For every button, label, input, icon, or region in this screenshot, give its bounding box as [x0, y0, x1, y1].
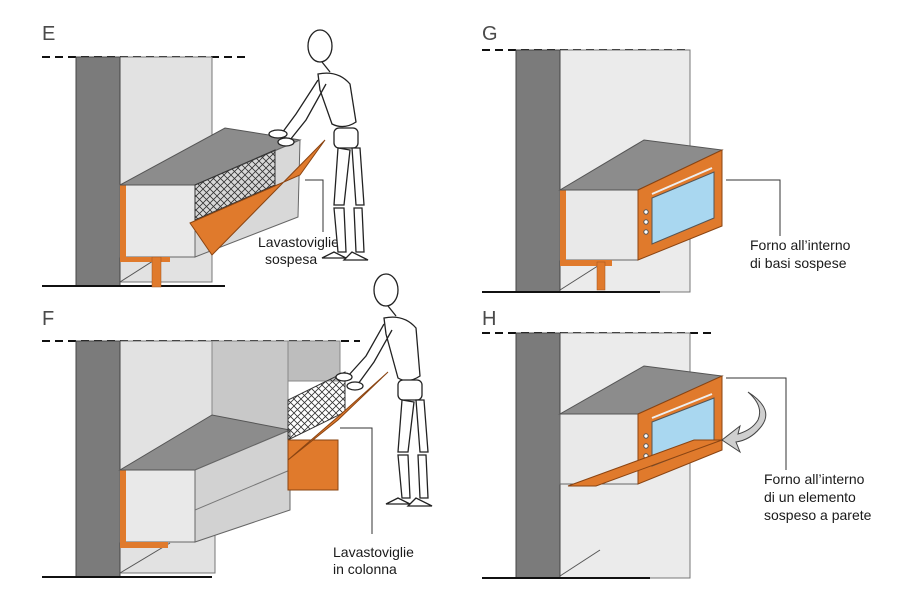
- floor-edge: [559, 261, 605, 291]
- side-wall: [515, 49, 561, 293]
- cabinet-bracket: [120, 185, 126, 257]
- cabinet-body: [119, 184, 196, 258]
- oven-handle: [651, 167, 713, 195]
- oven-handle: [651, 393, 713, 419]
- panel-e: E Lavastoviglie sospesa: [42, 23, 369, 288]
- side-wall: [515, 332, 561, 579]
- side-wall: [75, 340, 121, 578]
- caption-g-line2: di basi sospese: [750, 255, 847, 271]
- oven-knob: [643, 443, 649, 449]
- oven-window: [651, 171, 715, 245]
- dishwasher-door: [287, 371, 389, 461]
- caption-h-line2: di un elemento: [764, 489, 856, 505]
- tall-column-right: [287, 340, 341, 382]
- oven-knob: [643, 219, 649, 225]
- cabinet-bracket-bottom: [120, 542, 168, 548]
- floor-edge: [559, 549, 601, 577]
- cabinet-bracket-bottom: [120, 257, 170, 262]
- caption-f-line1: Lavastoviglie: [333, 544, 414, 560]
- cabinet-leg: [596, 261, 606, 291]
- dishwasher-base: [287, 439, 339, 491]
- figure-mannequin-icon: [335, 273, 433, 507]
- oven-knob: [643, 229, 649, 235]
- oven-knob: [643, 209, 649, 215]
- leader-line: [340, 427, 373, 534]
- panel-letter-f: F: [42, 308, 54, 330]
- dishwasher-door: [189, 139, 326, 256]
- panel-h: H Forno all’interno di un elemento sospe…: [482, 308, 872, 579]
- panel-g: G Forno all’interno di basi sospese: [482, 23, 851, 293]
- leader-line: [726, 377, 787, 470]
- panel-letter-h: H: [482, 308, 496, 330]
- panel-seam: [194, 469, 291, 511]
- leader-line: [305, 179, 324, 232]
- cabinet-body: [559, 189, 639, 261]
- caption-f-line2: in colonna: [333, 561, 397, 577]
- counter-side: [194, 429, 291, 543]
- panel-letter-e: E: [42, 23, 55, 45]
- curved-arrow-icon: [721, 391, 767, 454]
- oven-knob: [643, 433, 649, 439]
- side-wall: [75, 56, 121, 287]
- cabinet-leg: [151, 256, 162, 288]
- dishwasher-rack-icon: [194, 149, 276, 221]
- leader-line: [726, 179, 781, 236]
- panel-letter-g: G: [482, 23, 498, 45]
- caption-g-line1: Forno all’interno: [750, 237, 851, 253]
- cabinet-bracket: [560, 190, 566, 260]
- panel-f: F Lavastoviglie in colonna: [42, 273, 433, 578]
- cabinet-body: [119, 469, 196, 543]
- cabinet-bracket: [120, 470, 126, 542]
- figure-mannequin-icon: [268, 29, 369, 261]
- caption-e-line2: sospesa: [265, 251, 317, 267]
- caption-h-line1: Forno all’interno: [764, 471, 865, 487]
- caption-e-line1: Lavastoviglie: [258, 234, 339, 250]
- caption-h-line3: sospeso a parete: [764, 507, 872, 523]
- dishwasher-rack-icon: [287, 371, 346, 441]
